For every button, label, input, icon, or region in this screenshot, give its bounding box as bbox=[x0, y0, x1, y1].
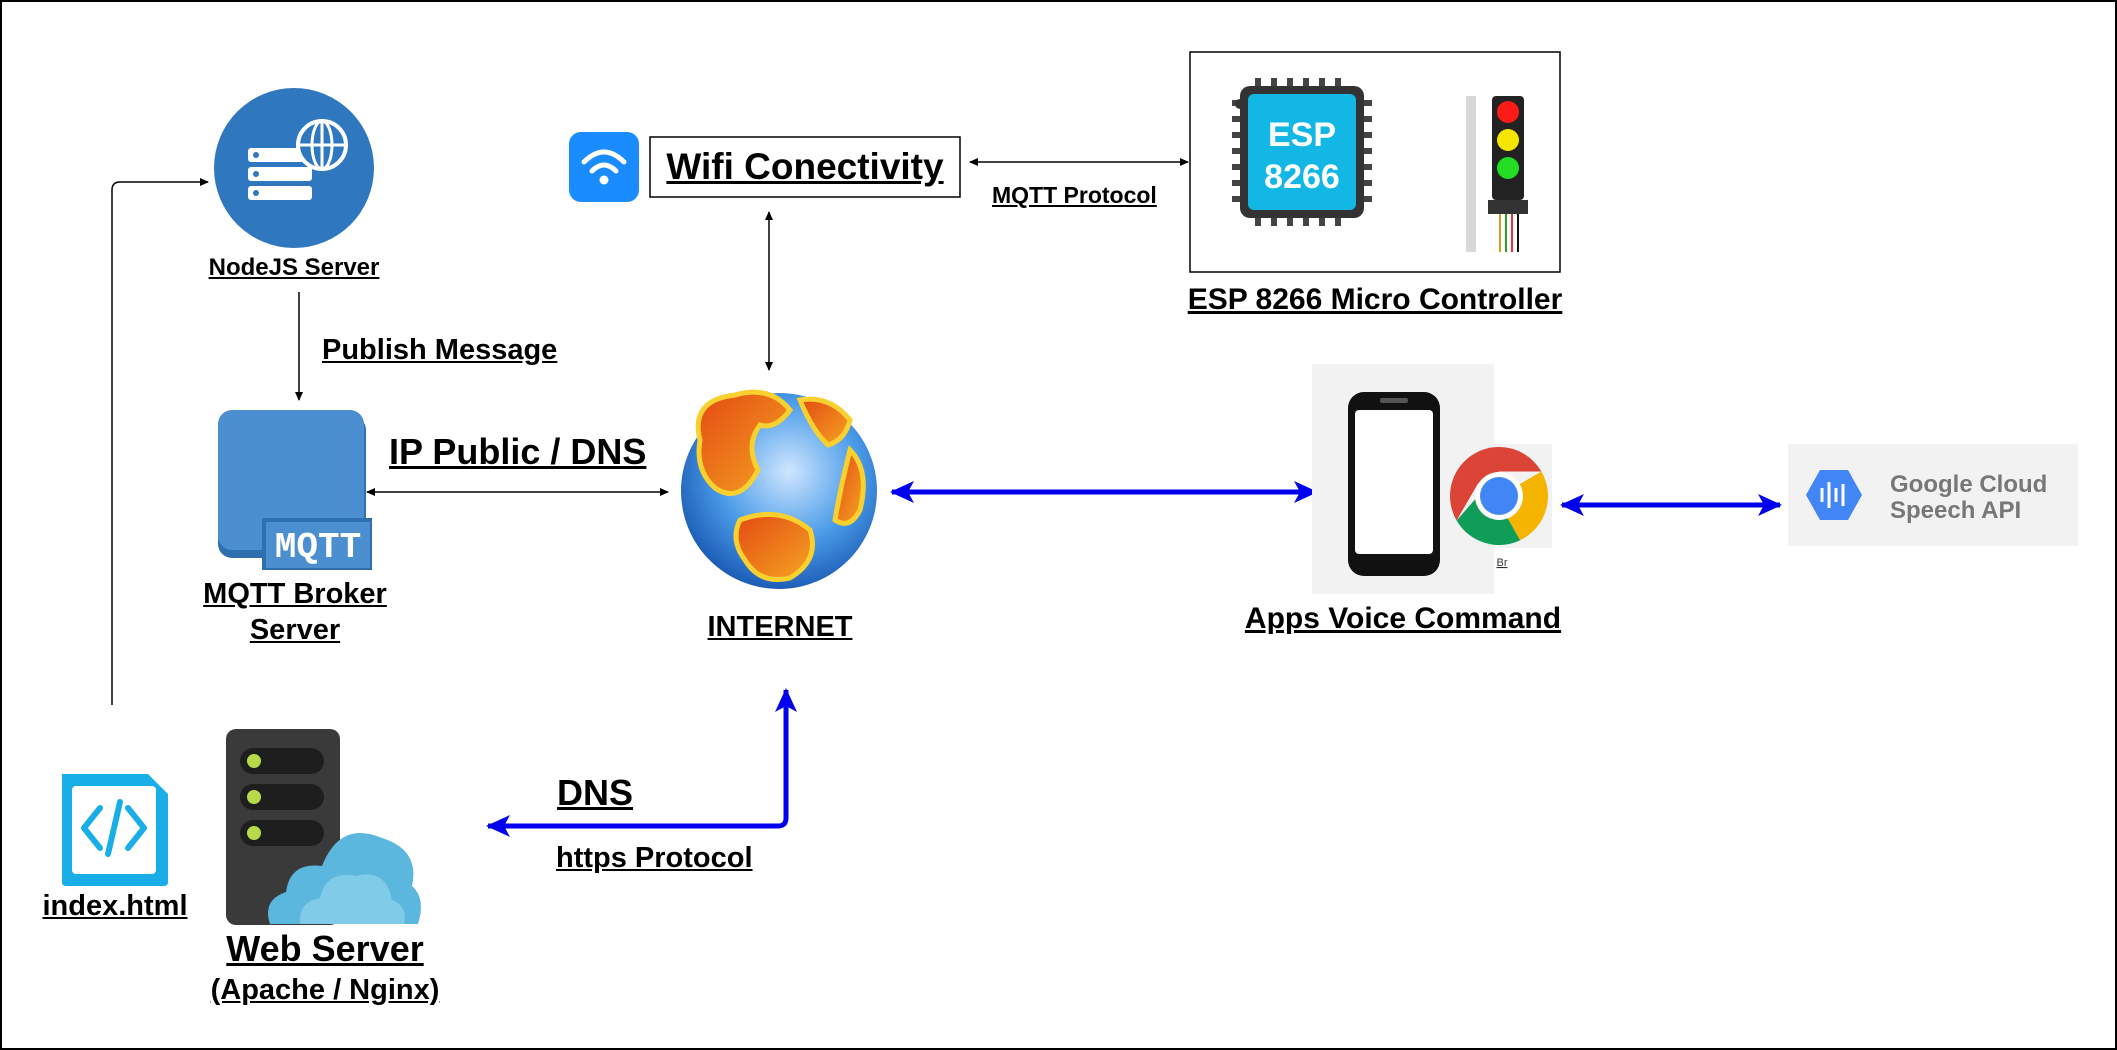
wifi-connectivity-label: Wifi Conectivity bbox=[666, 146, 944, 187]
google-speech-text-1: Google Cloud bbox=[1890, 471, 2047, 498]
publish-message-label: Publish Message bbox=[322, 334, 558, 366]
ip-public-dns-label: IP Public / DNS bbox=[389, 431, 647, 472]
browser-caption: Br bbox=[1497, 557, 1508, 569]
nodejs-server-icon bbox=[214, 88, 374, 248]
https-protocol-label: https Protocol bbox=[556, 842, 753, 874]
esp-chip-text-2: 8266 bbox=[1264, 158, 1340, 196]
wifi-icon bbox=[569, 132, 639, 202]
traffic-light-icon bbox=[1466, 96, 1528, 252]
internet-label: INTERNET bbox=[707, 611, 853, 643]
internet-globe-icon bbox=[681, 389, 877, 589]
index-html-label: index.html bbox=[42, 890, 188, 922]
dns-label: DNS bbox=[557, 772, 634, 813]
mqtt-protocol-label: MQTT Protocol bbox=[992, 182, 1157, 208]
connector-index-to-nodejs bbox=[111, 178, 209, 705]
esp-title-label: ESP 8266 Micro Controller bbox=[1187, 283, 1563, 316]
web-server-label-2: (Apache / Nginx) bbox=[210, 974, 440, 1006]
mqtt-broker-icon bbox=[218, 410, 372, 570]
html-file-icon bbox=[62, 774, 168, 886]
mqtt-broker-label-1: MQTT Broker bbox=[203, 578, 387, 610]
wifi-box bbox=[649, 136, 961, 198]
chrome-icon bbox=[1450, 447, 1548, 546]
phone-icon bbox=[1348, 392, 1440, 576]
mqtt-broker-label-2: Server bbox=[249, 614, 341, 646]
google-speech-text-2: Speech API bbox=[1890, 497, 2021, 524]
web-server-icon bbox=[226, 729, 421, 925]
esp-chip-text-1: ESP bbox=[1268, 116, 1336, 154]
connector-webserver-internet bbox=[486, 688, 797, 837]
google-speech-icon bbox=[1806, 470, 1862, 520]
apps-voice-command-label: Apps Voice Command bbox=[1244, 602, 1562, 635]
mqtt-badge-text: MQTT bbox=[275, 527, 361, 568]
web-server-label-1: Web Server bbox=[226, 928, 424, 969]
nodejs-server-label: NodeJS Server bbox=[208, 254, 380, 281]
esp8266-chip-icon bbox=[1232, 78, 1372, 226]
